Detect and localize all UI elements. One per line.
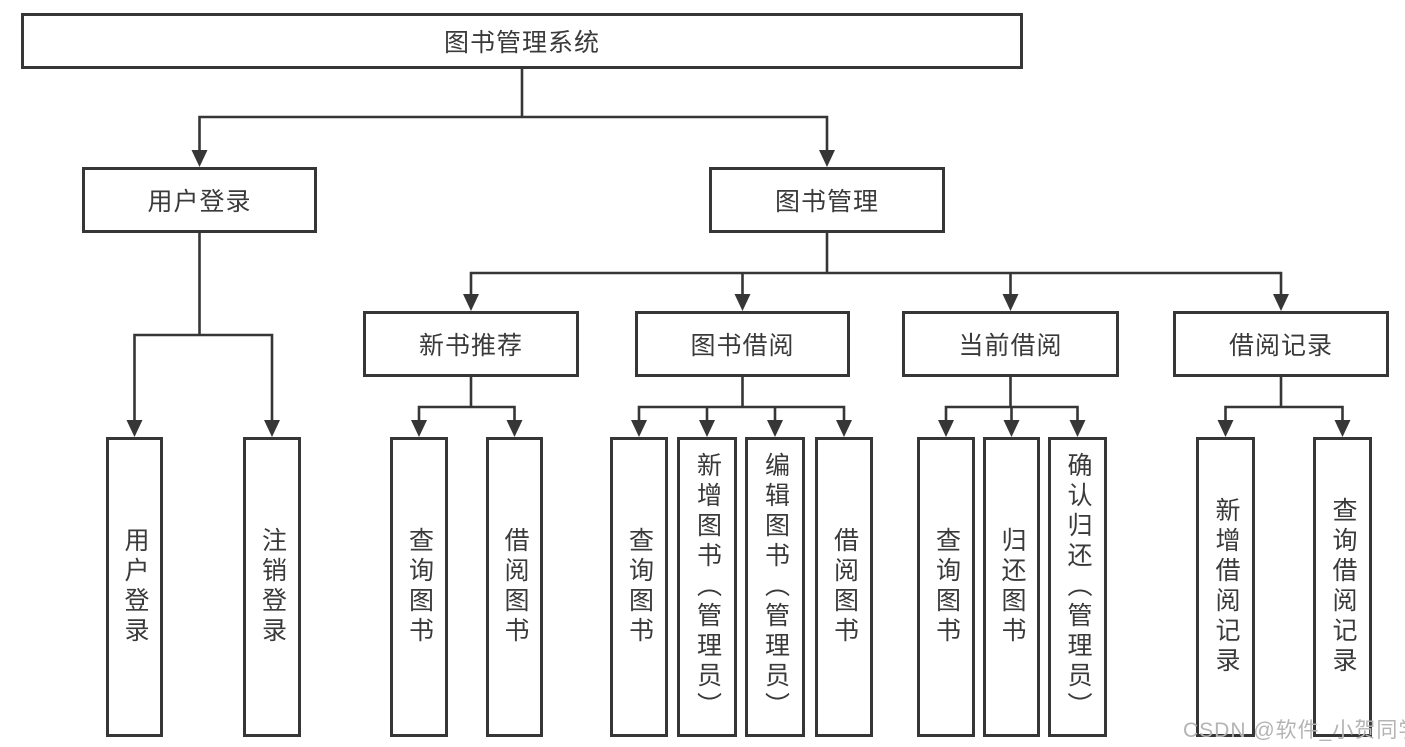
node-borrow-records: 借阅记录 bbox=[1173, 311, 1389, 377]
node-library-management-system: 图书管理系统 bbox=[21, 13, 1023, 69]
connector-userlogin-spine bbox=[133, 333, 274, 422]
leaf-add-book-admin: 新增图书（管理员） bbox=[677, 437, 737, 737]
node-label: 确认归还（管理员） bbox=[1064, 452, 1092, 722]
node-label: 编辑图书（管理员） bbox=[761, 452, 790, 722]
connector-borrow-spine bbox=[637, 405, 846, 422]
leaf-query-books-current: 查询图书 bbox=[917, 437, 975, 737]
connector-level1-spine bbox=[198, 115, 829, 152]
node-label: 图书管理 bbox=[774, 188, 879, 216]
node-book-borrow: 图书借阅 bbox=[635, 311, 850, 377]
arrow-down-icon bbox=[1002, 294, 1019, 311]
leaf-edit-book-admin: 编辑图书（管理员） bbox=[745, 437, 805, 737]
leaf-query-books-borrow: 查询图书 bbox=[610, 437, 668, 737]
node-label: 用户登录 bbox=[121, 527, 149, 647]
arrow-down-icon bbox=[1217, 420, 1234, 437]
arrow-down-icon bbox=[938, 420, 954, 437]
leaf-confirm-return-admin: 确认归还（管理员） bbox=[1048, 437, 1107, 737]
node-label: 新书推荐 bbox=[418, 332, 523, 360]
leaf-borrow-book: 借阅图书 bbox=[815, 437, 873, 737]
leaf-query-books-recommend: 查询图书 bbox=[390, 437, 448, 737]
arrow-down-icon bbox=[631, 420, 647, 437]
leaf-user-login: 用户登录 bbox=[106, 437, 163, 737]
arrow-down-icon bbox=[767, 420, 783, 437]
connector-recommend-spine bbox=[417, 405, 516, 422]
node-book-management: 图书管理 bbox=[709, 167, 945, 233]
node-current-borrow: 当前借阅 bbox=[902, 311, 1119, 377]
arrow-down-icon bbox=[1334, 420, 1351, 437]
arrow-down-icon bbox=[819, 150, 835, 167]
arrowheads bbox=[126, 150, 1351, 437]
node-label: 查询借阅记录 bbox=[1329, 497, 1357, 677]
node-label: 借阅图书 bbox=[501, 527, 529, 647]
node-label: 图书借阅 bbox=[690, 332, 795, 360]
arrow-down-icon bbox=[734, 294, 751, 311]
arrow-down-icon bbox=[1273, 294, 1289, 311]
node-new-book-recommend: 新书推荐 bbox=[363, 311, 579, 377]
node-user-login: 用户登录 bbox=[82, 167, 317, 233]
node-label: 查询图书 bbox=[405, 527, 434, 647]
arrow-down-icon bbox=[191, 150, 208, 167]
node-label: 归还图书 bbox=[998, 527, 1026, 647]
node-label: 新增借阅记录 bbox=[1212, 497, 1240, 677]
node-label: 借阅记录 bbox=[1228, 332, 1333, 360]
arrow-down-icon bbox=[264, 420, 280, 437]
node-label: 查询图书 bbox=[625, 527, 654, 647]
node-label: 用户登录 bbox=[147, 188, 252, 216]
leaf-query-borrow-record: 查询借阅记录 bbox=[1313, 437, 1372, 737]
node-label: 新增图书（管理员） bbox=[693, 452, 722, 722]
arrow-down-icon bbox=[463, 294, 479, 311]
arrow-down-icon bbox=[836, 420, 852, 437]
arrow-down-icon bbox=[506, 420, 523, 437]
arrow-down-icon bbox=[1069, 420, 1086, 437]
node-label: 图书管理系统 bbox=[443, 29, 600, 57]
arrow-down-icon bbox=[126, 420, 143, 437]
leaf-return-book: 归还图书 bbox=[983, 437, 1040, 737]
node-label: 注销登录 bbox=[258, 527, 287, 647]
node-label: 查询图书 bbox=[932, 527, 961, 647]
leaf-logout: 注销登录 bbox=[243, 437, 301, 737]
arrow-down-icon bbox=[1003, 420, 1020, 437]
leaf-borrow-book-recommend: 借阅图书 bbox=[486, 437, 543, 737]
arrow-down-icon bbox=[699, 420, 715, 437]
node-label: 借阅图书 bbox=[830, 527, 859, 647]
connector-level2-spine bbox=[469, 271, 1283, 297]
leaf-add-borrow-record: 新增借阅记录 bbox=[1196, 437, 1255, 737]
arrow-down-icon bbox=[411, 420, 427, 437]
connector-records-spine bbox=[1224, 405, 1344, 422]
node-label: 当前借阅 bbox=[958, 332, 1063, 360]
watermark: CSDN @软件_小贺同学 bbox=[1183, 719, 1405, 742]
